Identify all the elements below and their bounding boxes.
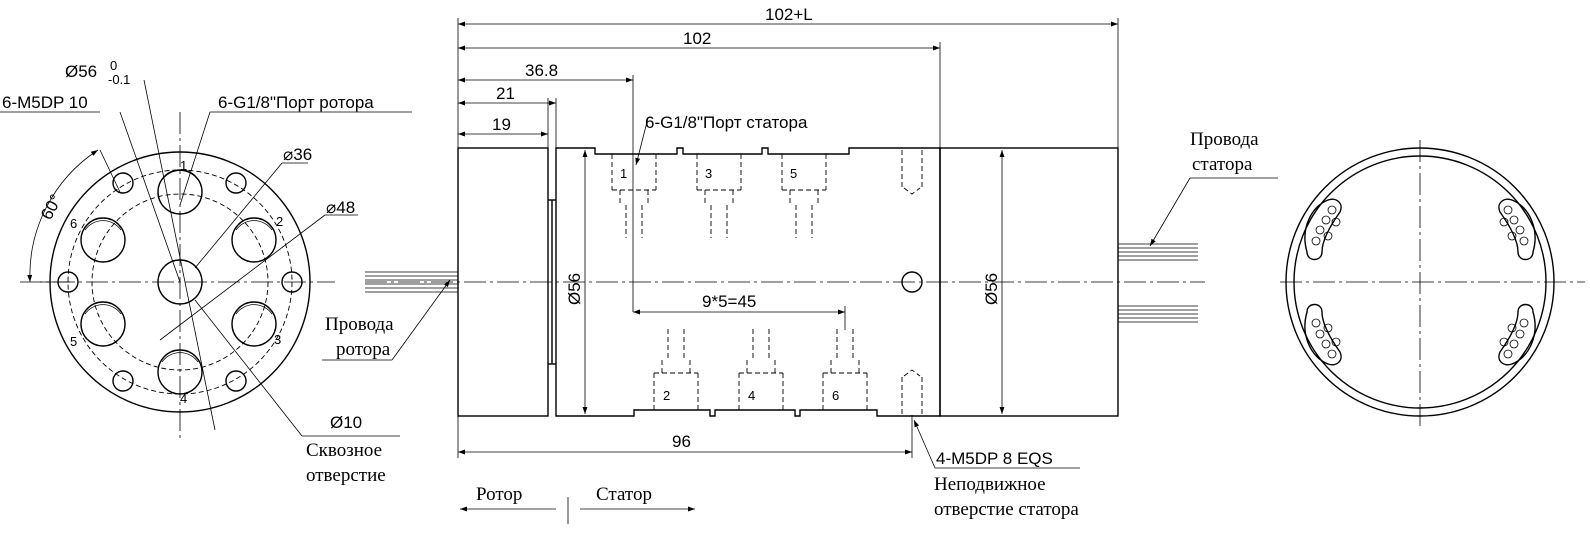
dim-port-pitch-label: 9*5=45 (702, 292, 756, 311)
leader-dia56 (143, 79, 216, 431)
dim-hole-offset-label: 96 (672, 432, 691, 451)
rotor-port-label: 6-G1/8"Порт ротора (218, 93, 374, 112)
leader-rotor-wires (391, 279, 451, 361)
port-number-4: 4 (180, 391, 187, 406)
through-hole-label-1: Сквозное (306, 440, 382, 461)
mount-holes-label: 4-M5DP 8 EQS (936, 449, 1053, 468)
dia10-label: Ø10 (330, 413, 362, 432)
port-circle-36 (91, 193, 269, 371)
rotor-wires-label-1: Провода (325, 314, 394, 335)
front-dia56-tol-lower: -0.1 (108, 72, 130, 87)
bottom-port-number-2: 2 (663, 388, 670, 403)
rotor-block (457, 147, 549, 417)
leader-m5 (119, 111, 181, 283)
leader-stator-port (635, 117, 649, 166)
through-hole (157, 259, 203, 305)
dim-dia56-left-label: Ø56 (565, 273, 584, 305)
front-dia56-tol-upper: 0 (110, 58, 117, 73)
wire-slot-bottom-left (1304, 303, 1342, 366)
bolt-circle-48 (67, 169, 293, 395)
through-hole-label-2: отверстие (306, 465, 386, 486)
leader-dia48 (159, 214, 326, 341)
end-outer-circle (1285, 147, 1555, 417)
stator-wires (1118, 243, 1198, 323)
dim-overall-label: 102+L (765, 5, 813, 24)
leader-stator-wires (1149, 177, 1191, 247)
stator-port-label: 6-G1/8"Порт статора (645, 113, 808, 132)
top-port-number-1: 1 (620, 166, 627, 181)
end-view (1280, 140, 1585, 428)
dim-body-label: 102 (683, 29, 711, 48)
top-port-bores (611, 154, 827, 238)
leader-mount-holes (913, 419, 936, 469)
rotor-ports (80, 169, 277, 395)
port-number-6: 6 (70, 216, 77, 231)
leader-rotor-port (179, 111, 211, 206)
fixed-hole-label-1: Неподвижное (934, 474, 1046, 495)
wire-slot-top-left (1304, 198, 1342, 261)
leader-dia36 (194, 162, 283, 269)
mount-hole-bores (901, 150, 923, 414)
top-port-number-3: 3 (705, 166, 712, 181)
fixed-hole-label-2: отверстие статора (934, 499, 1079, 520)
stator-wires-label-1: Провода (1190, 129, 1259, 150)
angle-60-arc (27, 149, 99, 283)
wire-slot-bottom-right (1498, 303, 1536, 366)
stator-end-block (939, 147, 1119, 417)
front-dia56-label: Ø56 (65, 62, 97, 81)
bottom-port-number-4: 4 (748, 388, 755, 403)
dim-port-offset-label: 36.8 (525, 61, 558, 80)
rotor-wires-label-2: ротора (336, 339, 391, 360)
dia36-label: ⌀36 (283, 145, 312, 164)
wire-slot-top-right (1498, 198, 1536, 261)
port-number-2: 2 (276, 214, 283, 229)
port-number-3: 3 (274, 332, 281, 347)
thread-hole-label: 6-M5DP 10 (2, 93, 88, 112)
dim-rotor-19-label: 19 (492, 115, 511, 134)
top-port-number-5: 5 (790, 166, 797, 181)
stator-label: Статор (596, 484, 652, 505)
port-number-5: 5 (70, 334, 77, 349)
rotor-label: Ротор (476, 484, 522, 505)
bottom-port-bores (653, 326, 868, 410)
bottom-port-number-6: 6 (832, 388, 839, 403)
end-inner-circle (1293, 155, 1547, 409)
leader-dia10 (194, 299, 303, 437)
angle-leader-1 (99, 149, 121, 193)
stator-wires-label-2: статора (1192, 154, 1253, 175)
port-number-1: 1 (180, 158, 187, 173)
front-view: Ø56 0 -0.1 6-M5DP 10 6-G1/8"Порт ротора … (0, 58, 412, 486)
dim-dia56-right-label: Ø56 (982, 273, 1001, 305)
dia48-label: ⌀48 (326, 198, 355, 217)
dim-rotor-21-label: 21 (496, 84, 515, 103)
side-view: 102+L 102 36.8 21 19 96 9*5=45 (322, 5, 1278, 524)
rotor-wires (365, 271, 458, 293)
